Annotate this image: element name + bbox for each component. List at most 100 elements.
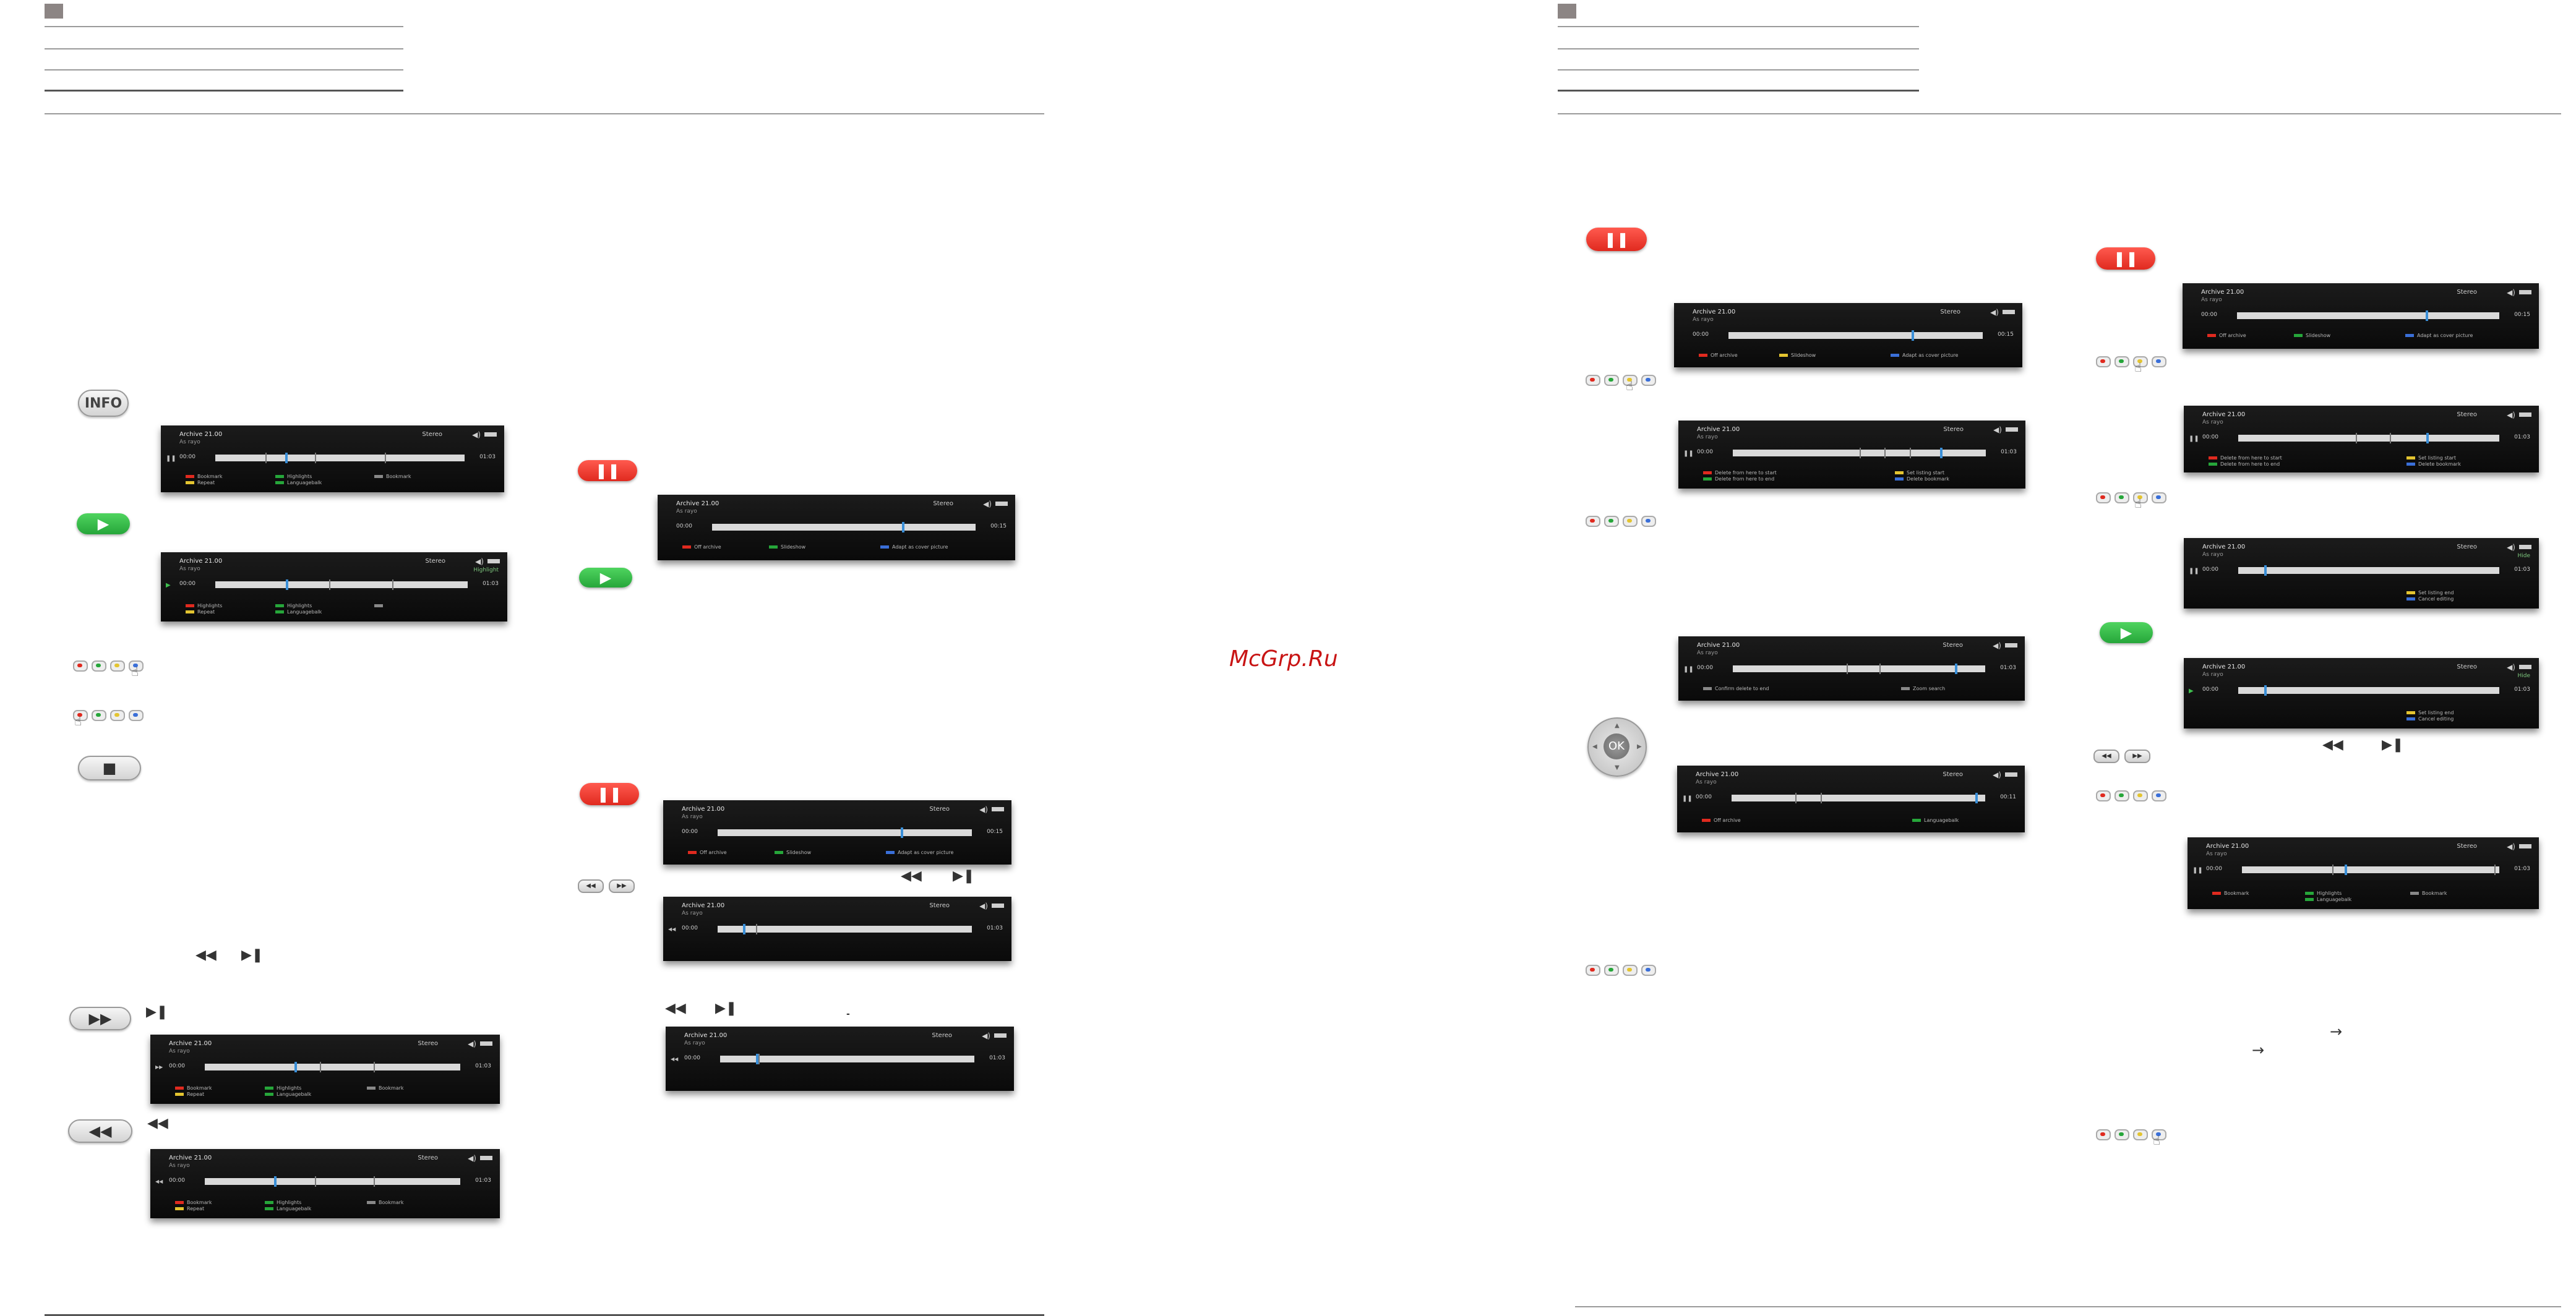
osd-time-start: 00:00 — [1696, 794, 1712, 800]
play-icon: ▶ — [599, 569, 612, 586]
progress-bar — [215, 579, 468, 590]
red-key[interactable] — [1586, 965, 1600, 976]
green-key[interactable] — [1604, 375, 1619, 386]
stop-button[interactable]: ■ — [78, 756, 141, 780]
skip-fwd-button[interactable]: ▶▶ — [2124, 750, 2150, 763]
legend-green: Highlights — [265, 1200, 301, 1205]
pause-button[interactable]: ❚❚ — [578, 460, 637, 481]
red-key[interactable] — [2096, 1129, 2111, 1140]
play-icon: ▶ — [166, 582, 171, 589]
osd-subtitle: As rayo — [169, 1048, 190, 1054]
green-key[interactable] — [2114, 492, 2129, 503]
pointing-hand-icon: ☝ — [2153, 1133, 2161, 1148]
green-key[interactable] — [92, 710, 106, 721]
green-key[interactable] — [1604, 516, 1619, 527]
rewind-button[interactable]: ◀◀ — [68, 1119, 132, 1143]
osd-panel: Archive 21.00 As rayo Stereo ◀) 00:00 00… — [2183, 283, 2539, 349]
blue-key[interactable] — [129, 660, 144, 672]
blue-key[interactable] — [1641, 516, 1656, 527]
green-key[interactable] — [2114, 356, 2129, 367]
yellow-key[interactable] — [1623, 516, 1638, 527]
header-rule — [1558, 90, 1919, 92]
battery-icon — [480, 1041, 492, 1046]
blue-key[interactable] — [1641, 965, 1656, 976]
osd-title: Archive 21.00 — [2202, 411, 2246, 418]
osd-subtitle: As rayo — [1697, 434, 1718, 440]
info-button-label: INFO — [84, 395, 122, 411]
legend-yellow: Set listing start — [1895, 470, 1944, 476]
pause-button[interactable]: ❚❚ — [1586, 228, 1647, 251]
red-key[interactable] — [1586, 375, 1600, 386]
pause-button[interactable]: ❚❚ — [580, 783, 639, 805]
page-top-rule — [45, 113, 1044, 114]
pause-icon: ❚❚ — [2113, 250, 2139, 267]
navigation-ring-icon[interactable]: ▲ ▼ ◀ ▶ OK — [1587, 717, 1647, 777]
legend-green: Slideshow — [769, 544, 805, 550]
red-key[interactable] — [2096, 492, 2111, 503]
osd-subtitle: As rayo — [2202, 552, 2223, 558]
red-key[interactable] — [73, 710, 88, 721]
legend-red: Off archive — [1702, 818, 1741, 823]
battery-icon — [2005, 772, 2017, 777]
speaker-icon: ◀) — [468, 1040, 476, 1048]
osd-subtitle: As rayo — [676, 508, 697, 515]
yellow-key[interactable] — [1623, 375, 1638, 386]
pause-icon: ❚❚ — [1683, 666, 1694, 673]
yellow-key[interactable] — [2133, 790, 2148, 801]
legend-yellow: Bookmark — [2410, 891, 2447, 896]
red-key[interactable] — [1586, 516, 1600, 527]
blue-key[interactable] — [2152, 790, 2166, 801]
osd-time-start: 00:00 — [684, 1055, 700, 1061]
play-button[interactable]: ▶ — [77, 513, 130, 534]
osd-title: Archive 21.00 — [684, 1032, 728, 1039]
yellow-key[interactable] — [110, 710, 125, 721]
red-key[interactable] — [2096, 356, 2111, 367]
osd-panel: Archive 21.00 As rayo Stereo ◀) 00:00 01… — [150, 1149, 500, 1218]
osd-time-end: 01:03 — [987, 925, 1003, 931]
pause-button[interactable]: ❚❚ — [2096, 247, 2155, 270]
play-button[interactable]: ▶ — [579, 568, 632, 588]
yellow-key[interactable] — [110, 660, 125, 672]
blue-key[interactable] — [129, 710, 144, 721]
watermark: McGrp.Ru — [1229, 646, 1338, 672]
ok-button[interactable]: OK — [1604, 733, 1629, 759]
osd-title: Archive 21.00 — [2206, 843, 2249, 850]
info-button[interactable]: INFO — [78, 390, 129, 417]
yellow-key[interactable] — [2133, 356, 2148, 367]
legend-red: Delete from here to start — [2209, 455, 2282, 461]
progress-bar — [712, 522, 976, 532]
osd-stereo: Stereo — [2457, 289, 2477, 296]
speaker-icon: ◀) — [1993, 641, 2001, 650]
blue-key[interactable] — [2152, 356, 2166, 367]
blue-key[interactable] — [1641, 375, 1656, 386]
osd-stereo: Stereo — [932, 1032, 952, 1039]
blue-key[interactable] — [2152, 1129, 2166, 1140]
stop-icon: ■ — [102, 759, 117, 777]
skip-back-button[interactable]: ◀◀ — [2093, 750, 2119, 763]
green-key[interactable] — [2114, 790, 2129, 801]
skip-fwd-button[interactable]: ▶▶ — [609, 879, 635, 893]
battery-icon — [2006, 427, 2018, 432]
legend-green: Slideshow — [775, 850, 811, 855]
yellow-key[interactable] — [2133, 1129, 2148, 1140]
skip-back-icon: ◀◀ — [195, 947, 217, 963]
skip-back-button[interactable]: ◀◀ — [578, 879, 604, 893]
blue-key[interactable] — [2152, 492, 2166, 503]
yellow-key[interactable] — [1623, 965, 1638, 976]
header-rule — [1558, 48, 1919, 49]
yellow-key[interactable] — [2133, 492, 2148, 503]
legend-blue: Adapt as cover picture — [2405, 333, 2473, 338]
ffwd-button[interactable]: ▶▶ — [69, 1007, 131, 1030]
green-key[interactable] — [92, 660, 106, 672]
osd-time-start: 00:00 — [1697, 665, 1713, 671]
osd-title: Archive 21.00 — [2202, 664, 2246, 670]
skip-fwd-icon: ▶❚ — [241, 947, 264, 963]
red-key[interactable] — [2096, 790, 2111, 801]
battery-icon — [484, 432, 497, 437]
osd-time-start: 00:00 — [179, 454, 195, 460]
legend-green2: Languagebalk — [275, 609, 322, 615]
red-key[interactable] — [73, 660, 88, 672]
green-key[interactable] — [1604, 965, 1619, 976]
green-key[interactable] — [2114, 1129, 2129, 1140]
play-button[interactable]: ▶ — [2100, 622, 2153, 643]
